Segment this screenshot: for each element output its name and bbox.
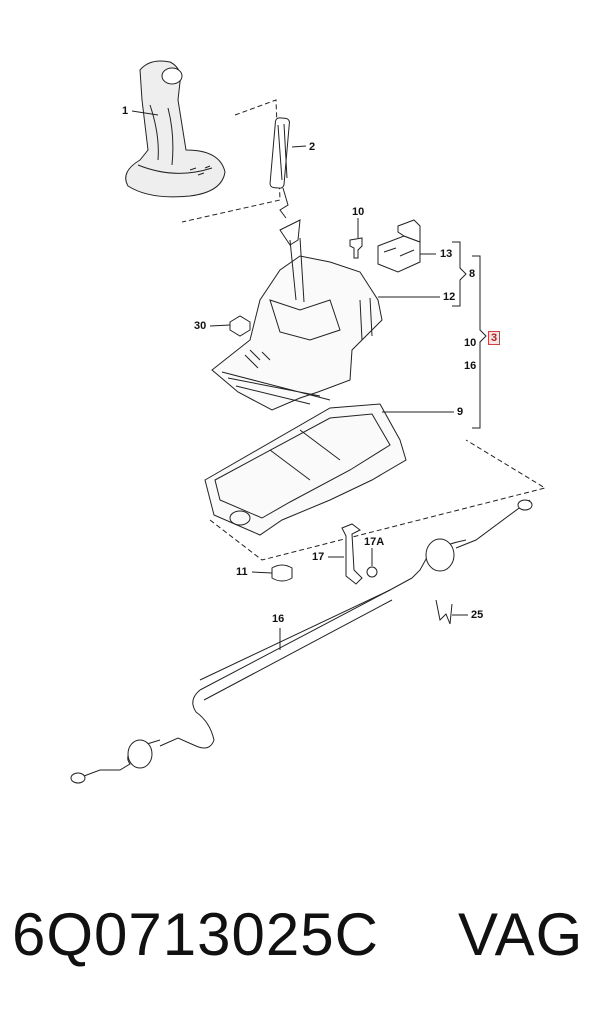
callout-10-top: 10: [352, 206, 365, 218]
callout-13: 13: [440, 248, 453, 260]
nut-17a-drawing: [366, 566, 378, 578]
brand-name: VAG: [458, 901, 584, 968]
callout-2: 2: [309, 141, 316, 153]
connector-block-drawing: [377, 219, 421, 273]
housing-dashed-frame: [209, 439, 547, 561]
callout-16-cable: 16: [272, 613, 285, 625]
base-tray-drawing: [204, 403, 407, 536]
gear-knob-boot-drawing: [125, 60, 226, 198]
callout-9: 9: [457, 406, 464, 418]
callout-17: 17: [312, 551, 325, 563]
leader-lines: [131, 110, 468, 650]
selector-rod-drawing: [269, 117, 290, 219]
group-bracket-3: [472, 255, 487, 429]
group-bracket-8: [452, 241, 467, 307]
callout-8: 8: [469, 268, 476, 280]
exploded-parts-diagram: [70, 60, 547, 784]
knob-dashed-frame: [181, 99, 281, 223]
grommet-11-drawing: [271, 564, 293, 582]
selector-cable-drawing: [70, 499, 533, 784]
spring-clip-drawing: [435, 599, 453, 625]
bracket-17-drawing: [341, 523, 363, 585]
callout-11: 11: [236, 566, 248, 578]
callout-3-highlighted: 3: [488, 331, 501, 345]
callout-17a: 17A: [364, 536, 385, 548]
callout-10-side: 10: [464, 337, 477, 349]
callout-1: 1: [122, 105, 129, 117]
nut-30-drawing: [229, 315, 251, 337]
callout-25: 25: [471, 609, 484, 621]
clip-drawing: [349, 237, 363, 259]
callout-30: 30: [194, 320, 207, 332]
callout-12: 12: [443, 291, 456, 303]
part-number: 6Q0713025C: [12, 901, 379, 968]
selector-housing-drawing: [211, 219, 383, 411]
callout-16-side: 16: [464, 360, 477, 372]
